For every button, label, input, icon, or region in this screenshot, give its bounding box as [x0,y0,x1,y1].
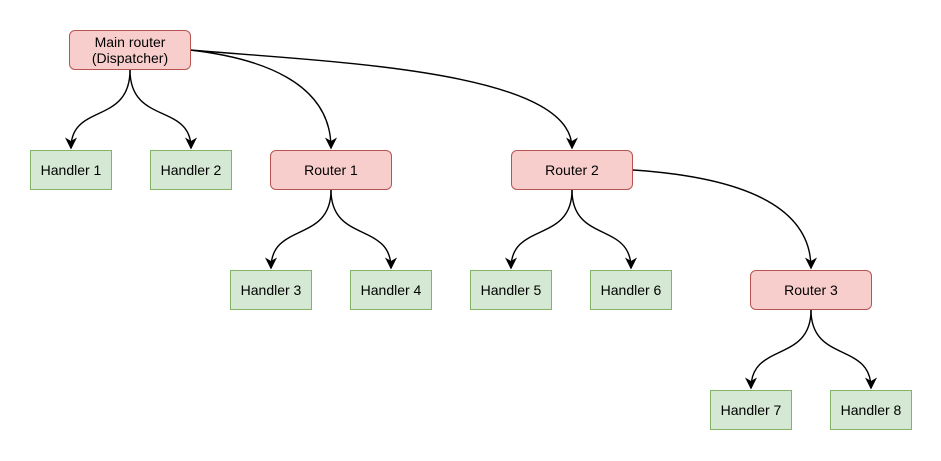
node-router-2[interactable]: Router 2 [511,150,633,190]
node-router-3[interactable]: Router 3 [750,270,872,310]
node-main-router[interactable]: Main router (Dispatcher) [69,30,191,70]
node-handler-6[interactable]: Handler 6 [590,270,672,310]
edge-router-3-to-handler-8 [810,309,877,390]
node-handler-4[interactable]: Handler 4 [350,270,432,310]
node-router-1[interactable]: Router 1 [270,150,392,190]
edge-router-1-to-handler-4 [330,189,397,270]
node-handler-7-label: Handler 7 [720,402,782,418]
node-handler-4-label: Handler 4 [360,282,422,298]
edge-router-1-to-handler-3 [265,189,332,270]
node-router-3-label: Router 3 [784,282,838,298]
node-router-1-label: Router 1 [304,162,358,178]
node-handler-5-label: Handler 5 [480,282,542,298]
node-handler-3-label: Handler 3 [240,282,302,298]
node-handler-7[interactable]: Handler 7 [710,390,792,430]
node-main-router-label-line1: Main router [94,34,166,50]
node-handler-1[interactable]: Handler 1 [30,150,112,190]
node-handler-2[interactable]: Handler 2 [150,150,232,190]
node-router-2-label: Router 2 [545,162,599,178]
node-handler-8-label: Handler 8 [840,402,902,418]
node-handler-2-label: Handler 2 [160,162,222,178]
node-main-router-label-line2: (Dispatcher) [91,50,169,66]
edge-main-to-handler-2 [129,69,197,150]
node-handler-1-label: Handler 1 [40,162,102,178]
edge-router-2-to-handler-6 [571,189,637,270]
node-handler-5[interactable]: Handler 5 [470,270,552,310]
edge-main-to-router-1 [189,49,337,150]
node-handler-6-label: Handler 6 [600,282,662,298]
node-handler-8[interactable]: Handler 8 [830,390,912,430]
edge-router-2-to-handler-5 [505,189,573,270]
edge-main-to-router-2 [189,49,578,150]
edge-main-to-handler-1 [65,69,131,150]
edge-router-3-to-handler-7 [745,309,812,390]
edge-router-2-to-router-3 [632,169,817,270]
node-handler-3[interactable]: Handler 3 [230,270,312,310]
